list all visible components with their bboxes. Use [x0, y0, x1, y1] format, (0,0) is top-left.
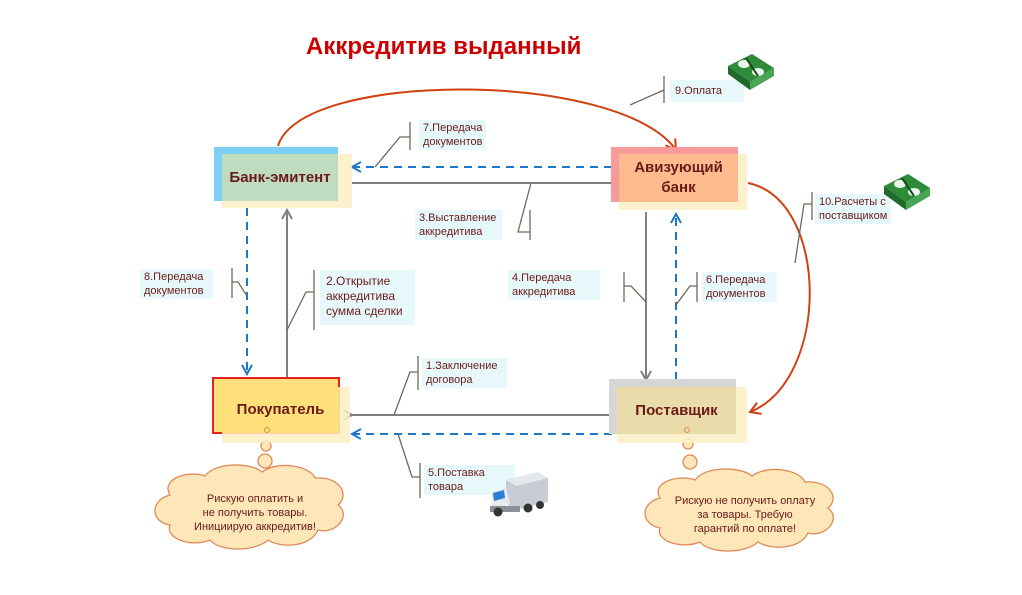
label-step3-line2: аккредитива [419, 226, 483, 238]
label-step3: 3.Выставление аккредитива [415, 210, 503, 240]
label-step7: 7.Передача документов [419, 120, 487, 150]
callout-leaders [231, 76, 813, 498]
supplier-thought-text: Рискую не получить оплату за товары. Тре… [665, 494, 825, 536]
buyer-thought-line2: не получить товары. [202, 507, 308, 519]
supplier-thought-line3: гарантий по оплате! [693, 523, 797, 535]
label-step8-line1: 8.Передача [144, 271, 204, 283]
label-step9: 9.Оплата [670, 80, 745, 102]
supplier-thought-line1: Рискую не получить оплату [674, 495, 816, 507]
money-stack-icon [884, 174, 930, 210]
label-step2: 2.Открытие аккредитива сумма сделки [320, 270, 415, 325]
label-step8-line2: документов [144, 285, 204, 297]
label-step4: 4.Передача аккредитива [508, 270, 601, 300]
node-supplier-label: Поставщик [635, 401, 718, 419]
diagram-title: Аккредитив выданный [306, 33, 582, 60]
label-step7-line2: документов [423, 136, 483, 148]
label-step2-line2: аккредитива [326, 289, 396, 303]
label-step8: 8.Передача документов [140, 269, 214, 299]
node-issuer-bank-label: Банк-эмитент [229, 168, 331, 186]
label-step1-line2: договора [426, 374, 473, 386]
label-step6-line1: 6.Передача [706, 274, 766, 286]
label-step6-line2: документов [706, 288, 766, 300]
label-step10-line1: 10.Расчеты с [819, 196, 886, 208]
label-step2-line3: сумма сделки [326, 304, 403, 318]
label-step6: 6.Передача документов [702, 272, 778, 302]
node-buyer-label: Покупатель [236, 401, 325, 418]
supplier-thought-line2: за товары. Требую [697, 509, 793, 521]
label-step7-line1: 7.Передача [423, 122, 483, 134]
arrow-step9-payment [277, 88, 678, 152]
label-step5-line1: 5.Поставка [428, 467, 485, 479]
label-step10-line2: поставщиком [819, 210, 888, 222]
label-step5: 5.Поставка товара [424, 465, 515, 495]
label-step1-line1: 1.Заключение [426, 360, 498, 372]
arrow-step10-settlement [747, 182, 811, 415]
label-step1: 1.Заключение договора [422, 358, 508, 388]
node-advising-bank-label-1: Авизующий [634, 159, 723, 176]
label-step9-line1: 9.Оплата [675, 85, 723, 97]
node-advising-bank-label-2: банк [661, 179, 696, 196]
label-step10: 10.Расчеты с поставщиком [815, 194, 892, 224]
buyer-thought-line1: Рискую оплатить и [206, 493, 304, 505]
delivery-truck-icon [490, 472, 548, 517]
thought-bubbles [154, 438, 834, 552]
buyer-thought-cloud [154, 464, 344, 550]
label-step2-line1: 2.Открытие [326, 274, 391, 288]
label-step3-line1: 3.Выставление [419, 212, 497, 224]
supplier-thought-cloud [644, 468, 834, 552]
money-stack-icon [728, 54, 774, 90]
label-step4-line2: аккредитива [512, 286, 576, 298]
label-step5-line2: товара [428, 481, 464, 493]
label-step4-line1: 4.Передача [512, 272, 572, 284]
buyer-thought-line3: Инициирую аккредитив! [194, 521, 316, 533]
buyer-thought-text: Рискую оплатить и не получить товары. Ин… [180, 492, 330, 534]
